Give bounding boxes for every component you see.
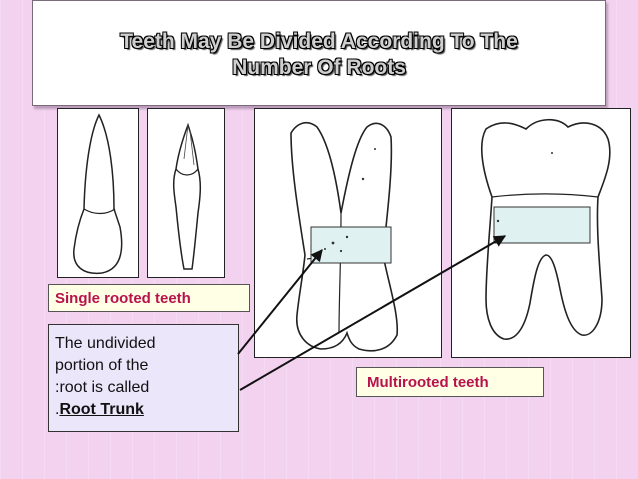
root-trunk-term: Root Trunk <box>59 401 144 418</box>
incisor-drawing <box>73 113 123 275</box>
canine-drawing <box>172 122 202 270</box>
title-line-1: Teeth May Be Divided According To The <box>120 30 518 53</box>
multirooted-label: Multirooted teeth <box>356 367 544 397</box>
note-line-3: :root is called <box>55 379 150 396</box>
premolar-drawing <box>290 121 399 352</box>
root-trunk-highlight-2 <box>493 206 591 244</box>
title-line-2: Number Of Roots <box>232 56 406 79</box>
title-box: Teeth May Be Divided According To The Nu… <box>32 0 606 106</box>
single-root-tooth-panel-1 <box>57 108 139 278</box>
single-root-tooth-panel-2 <box>147 108 225 278</box>
molar-drawing <box>480 118 611 340</box>
slide-title: Teeth May Be Divided According To The Nu… <box>33 29 605 81</box>
note-line-1: The undivided <box>55 335 156 352</box>
arrow-to-premolar-trunk <box>237 249 323 355</box>
single-rooted-label: Single rooted teeth <box>48 284 250 312</box>
note-line-4-prefix: . <box>55 401 60 418</box>
multi-root-tooth-panel-2 <box>451 108 631 358</box>
arrow-to-molar-trunk <box>239 235 507 391</box>
root-trunk-highlight-1 <box>310 226 392 264</box>
root-trunk-note: The undivided portion of the :root is ca… <box>48 324 239 432</box>
note-line-4: .Root Trunk <box>55 399 232 421</box>
multi-root-tooth-panel-1 <box>254 108 442 358</box>
note-line-2: portion of the <box>55 357 149 374</box>
